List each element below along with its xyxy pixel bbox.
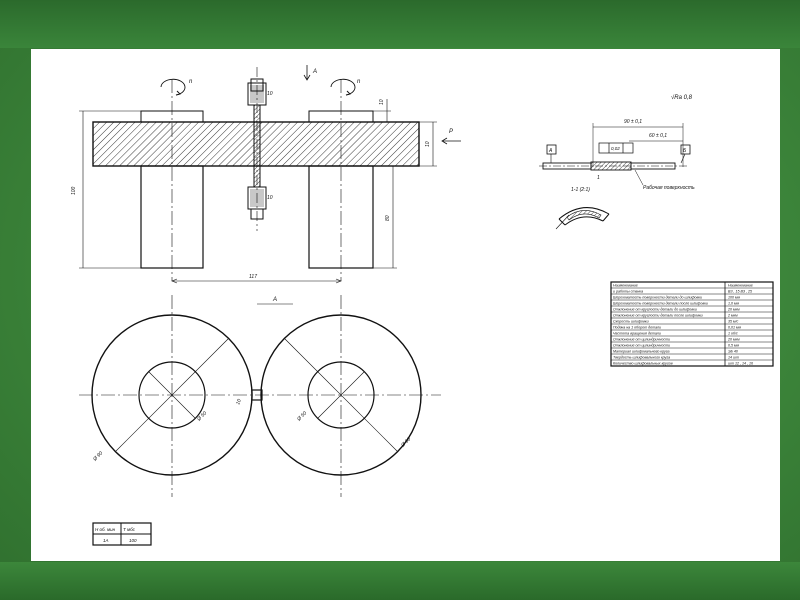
rotation-label-left: n (189, 79, 193, 85)
spec-row-label: Наименование (613, 284, 638, 288)
spec-row-label: Частота вращения детали (613, 332, 661, 336)
stamp-value-2: 100 (129, 538, 137, 543)
spec-row-value: 20 мкм (727, 338, 740, 342)
dim-center-distance: 117 (249, 274, 257, 280)
front-view: n n 10 10 A P 100 10 10 (71, 65, 461, 284)
spec-row-value: 1 об/с (728, 332, 738, 336)
spec-row-value: 35 м/с (728, 320, 738, 324)
dim-height-right: 80 (385, 215, 391, 221)
spec-row-label: и работы станка (613, 290, 643, 294)
dim-plate: 10 (425, 141, 431, 147)
spec-row-value: Наименование (728, 284, 753, 288)
dim-shaft-len: 90 ± 0,1 (624, 119, 642, 125)
datum-b: Б (683, 148, 687, 154)
dim-id-left: Ø 50 (195, 410, 208, 423)
spec-row-value: 100 мм (728, 296, 740, 300)
spec-row-value: 1,0 мм (728, 302, 739, 306)
dim-shaft-top: 10 (267, 91, 273, 97)
stamp-header-2: Т мбс (123, 527, 136, 532)
rotation-label-right: n (357, 79, 361, 85)
drawing-sheet: n n 10 10 A P 100 10 10 (31, 49, 780, 561)
spec-row-value: 0,01 мм (728, 326, 741, 330)
spec-row-value: 2 мкм (727, 314, 738, 318)
spec-row-value: 0,5 мм (728, 344, 739, 348)
dim-top-small: 10 (379, 99, 385, 105)
roughness-note: √Ra 0,8 (671, 94, 693, 101)
workpiece-section (251, 389, 263, 401)
spec-row-value: ЭБ 40 (728, 350, 738, 354)
dim-shaft-bottom: 10 (267, 195, 273, 201)
spec-row-label: Отклонение от круглости детали до шлифов… (613, 308, 697, 312)
stamp-header-1: Н об. мин (95, 527, 116, 532)
shaft-detail: √Ra 0,8 90 ± 0,1 60 ± 0,1 0,02 А Б 1 Раб… (539, 94, 695, 230)
right-wheel-inner (307, 361, 375, 429)
left-wheel-inner (138, 361, 206, 429)
spec-row-value: 20 мкм (727, 308, 740, 312)
spec-row-label: Шероховатость поверхности детали до шлиф… (613, 296, 702, 300)
spec-row-label: Количество шлифовальных кругов (613, 362, 673, 366)
spec-row-label: Шероховатость поверхности детали после ш… (613, 302, 708, 306)
dim-id-right: Ø 50 (295, 410, 308, 423)
section-label: 1-1 (2:1) (571, 187, 590, 193)
right-wheel-outer (260, 314, 422, 476)
stamp-table: Н об. мин Т мбс 1А 100 (92, 522, 152, 546)
slide-header-band (0, 0, 800, 48)
spec-table: Наименование Наименование и работы станка В… (610, 281, 774, 367)
stamp-value-1: 1А (103, 538, 109, 543)
spec-row-label: Подача на 1 оборот детали (613, 326, 661, 330)
dim-height-left: 100 (71, 186, 77, 195)
view-a-label: A (272, 297, 277, 303)
arrow-a-label: A (312, 69, 317, 75)
spec-row-value: шт 12 , 14 , 16 (728, 362, 753, 366)
slide-footer-band (0, 562, 800, 600)
tolerance-box: 0,02 (611, 146, 620, 151)
hardened-note: Рабочая поверхность (643, 185, 695, 191)
dim-gap: 10 (235, 398, 243, 405)
technical-drawing: n n 10 10 A P 100 10 10 (71, 65, 774, 546)
spec-row-label: Скорость шлифовки (613, 320, 649, 324)
spec-row-label: Отклонение от круглости детали после шли… (613, 314, 703, 318)
view-a: A Ø 90 Ø 90 Ø 50 Ø 50 10 (79, 295, 441, 497)
spec-row-value: ВЗ , 15 ВЗ , 25 (728, 290, 752, 294)
datum-a: А (548, 148, 553, 154)
spec-row-label: Твердость шлифовального круга (613, 356, 670, 360)
dim-od-left: Ø 90 (91, 450, 104, 463)
spec-row-label: Материал шлифовального круга (613, 350, 670, 354)
spec-row-label: Отклонение от цилиндричности (613, 338, 670, 342)
spec-row-label: Отклонение от цилиндричности (613, 344, 670, 348)
arrow-p-label: P (449, 129, 453, 135)
section-mark: 1 (597, 175, 600, 181)
dim-shaft-part: 60 ± 0,1 (649, 133, 667, 139)
spec-row-value: 14 шт (728, 356, 739, 360)
